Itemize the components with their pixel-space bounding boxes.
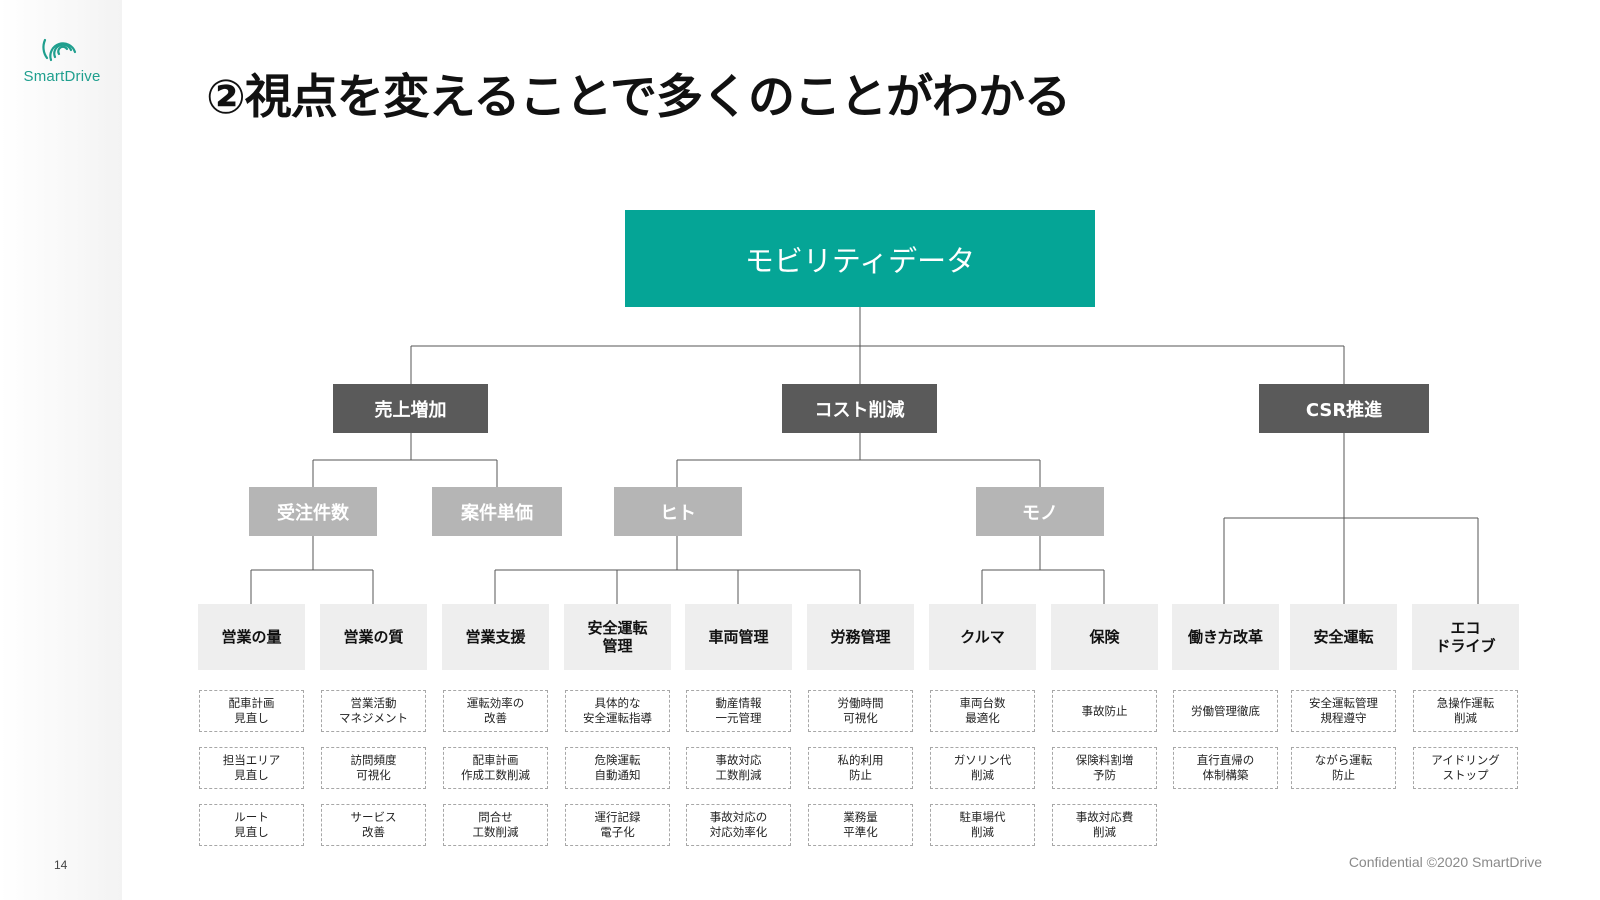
level3-node: 安全運転 管理 [564,604,671,670]
leaf-node: 運行記録 電子化 [565,804,670,846]
level3-node: 営業支援 [442,604,549,670]
leaf-node: 私的利用 防止 [808,747,913,789]
level1-node: 売上増加 [333,384,488,433]
leaf-node: ガソリン代 削減 [930,747,1035,789]
side-panel [0,0,122,900]
level2-node: ヒト [614,487,742,536]
leaf-node: 営業活動 マネジメント [321,690,426,732]
leaf-node: 事故防止 [1052,690,1157,732]
leaf-node: 担当エリア 見直し [199,747,304,789]
leaf-node: 配車計画 作成工数削減 [443,747,548,789]
leaf-node: 具体的な 安全運転指導 [565,690,670,732]
level3-node: エコ ドライブ [1412,604,1519,670]
leaf-node: 運転効率の 改善 [443,690,548,732]
leaf-node: 動産情報 一元管理 [686,690,791,732]
leaf-node: サービス 改善 [321,804,426,846]
level1-node: CSR推進 [1259,384,1429,433]
page-number: 14 [54,858,68,872]
level3-node: 車両管理 [685,604,792,670]
leaf-node: 駐車場代 削減 [930,804,1035,846]
leaf-node: 車両台数 最適化 [930,690,1035,732]
leaf-node: アイドリング ストップ [1413,747,1518,789]
level2-node: 受注件数 [249,487,377,536]
page-title: ②視点を変えることで多くのことがわかる [206,70,1071,125]
root-node: モビリティデータ [625,210,1095,307]
leaf-node: 労働管理徹底 [1173,690,1278,732]
leaf-node: 事故対応の 対応効率化 [686,804,791,846]
leaf-node: 危険運転 自動通知 [565,747,670,789]
leaf-node: 保険料割増 予防 [1052,747,1157,789]
leaf-node: 事故対応 工数削減 [686,747,791,789]
leaf-node: 業務量 平準化 [808,804,913,846]
level3-node: 営業の量 [198,604,305,670]
leaf-node: 訪問頻度 可視化 [321,747,426,789]
level3-node: 労務管理 [807,604,914,670]
leaf-node: 急操作運転 削減 [1413,690,1518,732]
leaf-node: 直行直帰の 体制構築 [1173,747,1278,789]
brand-logo: SmartDrive [12,30,112,85]
level3-node: 営業の質 [320,604,427,670]
leaf-node: 安全運転管理 規程遵守 [1291,690,1396,732]
level3-node: 安全運転 [1290,604,1397,670]
level2-node: モノ [976,487,1104,536]
leaf-node: 配車計画 見直し [199,690,304,732]
leaf-node: ながら運転 防止 [1291,747,1396,789]
footer-copyright: Confidential ©2020 SmartDrive [1348,854,1542,870]
level3-node: 働き方改革 [1172,604,1279,670]
brand-name: SmartDrive [23,68,101,85]
level3-node: 保険 [1051,604,1158,670]
smartdrive-logo-icon [42,38,77,62]
leaf-node: 問合せ 工数削減 [443,804,548,846]
leaf-node: ルート 見直し [199,804,304,846]
leaf-node: 事故対応費 削減 [1052,804,1157,846]
level2-node: 案件単価 [432,487,562,536]
level1-node: コスト削減 [782,384,937,433]
level3-node: クルマ [929,604,1036,670]
leaf-node: 労働時間 可視化 [808,690,913,732]
